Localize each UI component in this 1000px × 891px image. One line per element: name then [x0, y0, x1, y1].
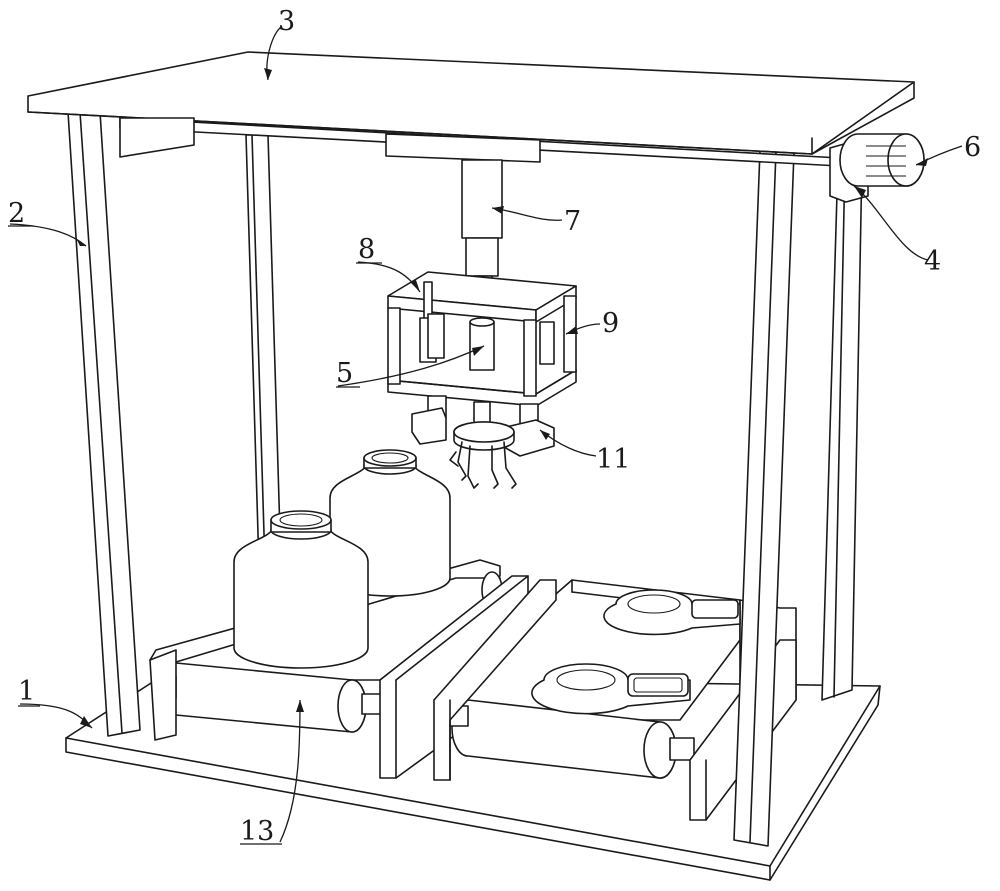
label-9: 9 — [602, 308, 619, 339]
back-right-leg — [821, 159, 863, 701]
slide-rail — [119, 117, 841, 167]
top-plate — [27, 51, 915, 155]
label-11: 11 — [596, 444, 630, 475]
label-13: 13 — [240, 816, 274, 847]
gripper — [411, 395, 555, 489]
lift-cylinder — [461, 159, 503, 295]
label-3: 3 — [278, 6, 295, 37]
front-left-leg — [67, 111, 141, 737]
label-6: 6 — [964, 132, 981, 163]
label-1: 1 — [18, 676, 35, 707]
cap-tray-back — [603, 589, 741, 636]
cap-tray-front — [531, 663, 691, 715]
label-5: 5 — [336, 358, 353, 389]
knob — [839, 133, 925, 187]
leader-lines — [9, 25, 963, 843]
label-8: 8 — [358, 234, 375, 265]
head-frame — [387, 271, 577, 407]
label-2: 2 — [8, 198, 25, 229]
label-4: 4 — [924, 246, 941, 277]
label-7: 7 — [564, 206, 581, 237]
bottle-front — [233, 510, 369, 669]
label-underlines — [8, 225, 382, 845]
